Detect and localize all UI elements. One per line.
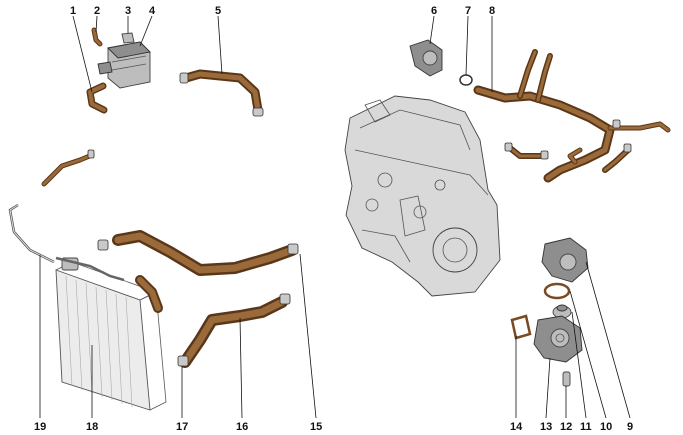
- o-ring-seal: [459, 74, 473, 86]
- callout-14: 14: [510, 421, 523, 433]
- callout-2: 2: [94, 5, 100, 17]
- thermostat-housing: [409, 39, 443, 77]
- callout-19: 19: [34, 421, 46, 433]
- callout-3: 3: [125, 5, 131, 17]
- expansion-tank: [97, 41, 151, 89]
- tank-hose-lower: [86, 82, 108, 114]
- callout-12: 12: [560, 421, 572, 433]
- radiator-lower-hose: [177, 293, 291, 368]
- thermostat: [552, 304, 572, 319]
- housing-gasket: [543, 282, 571, 300]
- leader-lines: [39, 15, 631, 419]
- callout-4: 4: [149, 5, 156, 17]
- radiator: [55, 257, 167, 411]
- callout-8: 8: [489, 5, 495, 17]
- upper-hose-5: [179, 69, 264, 117]
- temperature-sensor: [562, 371, 571, 387]
- radiator-upper-hose: [97, 230, 299, 313]
- coolant-pipe-assembly: [473, 49, 671, 183]
- water-pump-housing: [533, 315, 583, 363]
- small-coolant-hoses: [504, 119, 632, 173]
- pump-gasket: [510, 314, 532, 340]
- callout-11: 11: [580, 421, 592, 433]
- callout-17: 17: [176, 421, 188, 433]
- small-bypass-hose: [41, 149, 95, 187]
- callout-9: 9: [627, 421, 633, 433]
- radiator-top-pipe: [55, 256, 125, 282]
- callout-5: 5: [215, 5, 221, 17]
- callout-16: 16: [236, 421, 248, 433]
- callout-7: 7: [465, 5, 471, 17]
- overflow-tube: [8, 203, 55, 264]
- callout-10: 10: [600, 421, 612, 433]
- callout-6: 6: [431, 5, 437, 17]
- callout-1: 1: [70, 5, 76, 17]
- callout-18: 18: [86, 421, 98, 433]
- tank-cap: [121, 32, 135, 44]
- callout-13: 13: [540, 421, 552, 433]
- callout-15: 15: [310, 421, 322, 433]
- tank-hose-small: [91, 27, 103, 47]
- engine-block: [344, 95, 501, 297]
- callout-labels: 1 2 3 4 5 6 7 8 9 10 11 12 13 14 15 16 1…: [34, 5, 633, 433]
- outlet-housing: [541, 237, 589, 283]
